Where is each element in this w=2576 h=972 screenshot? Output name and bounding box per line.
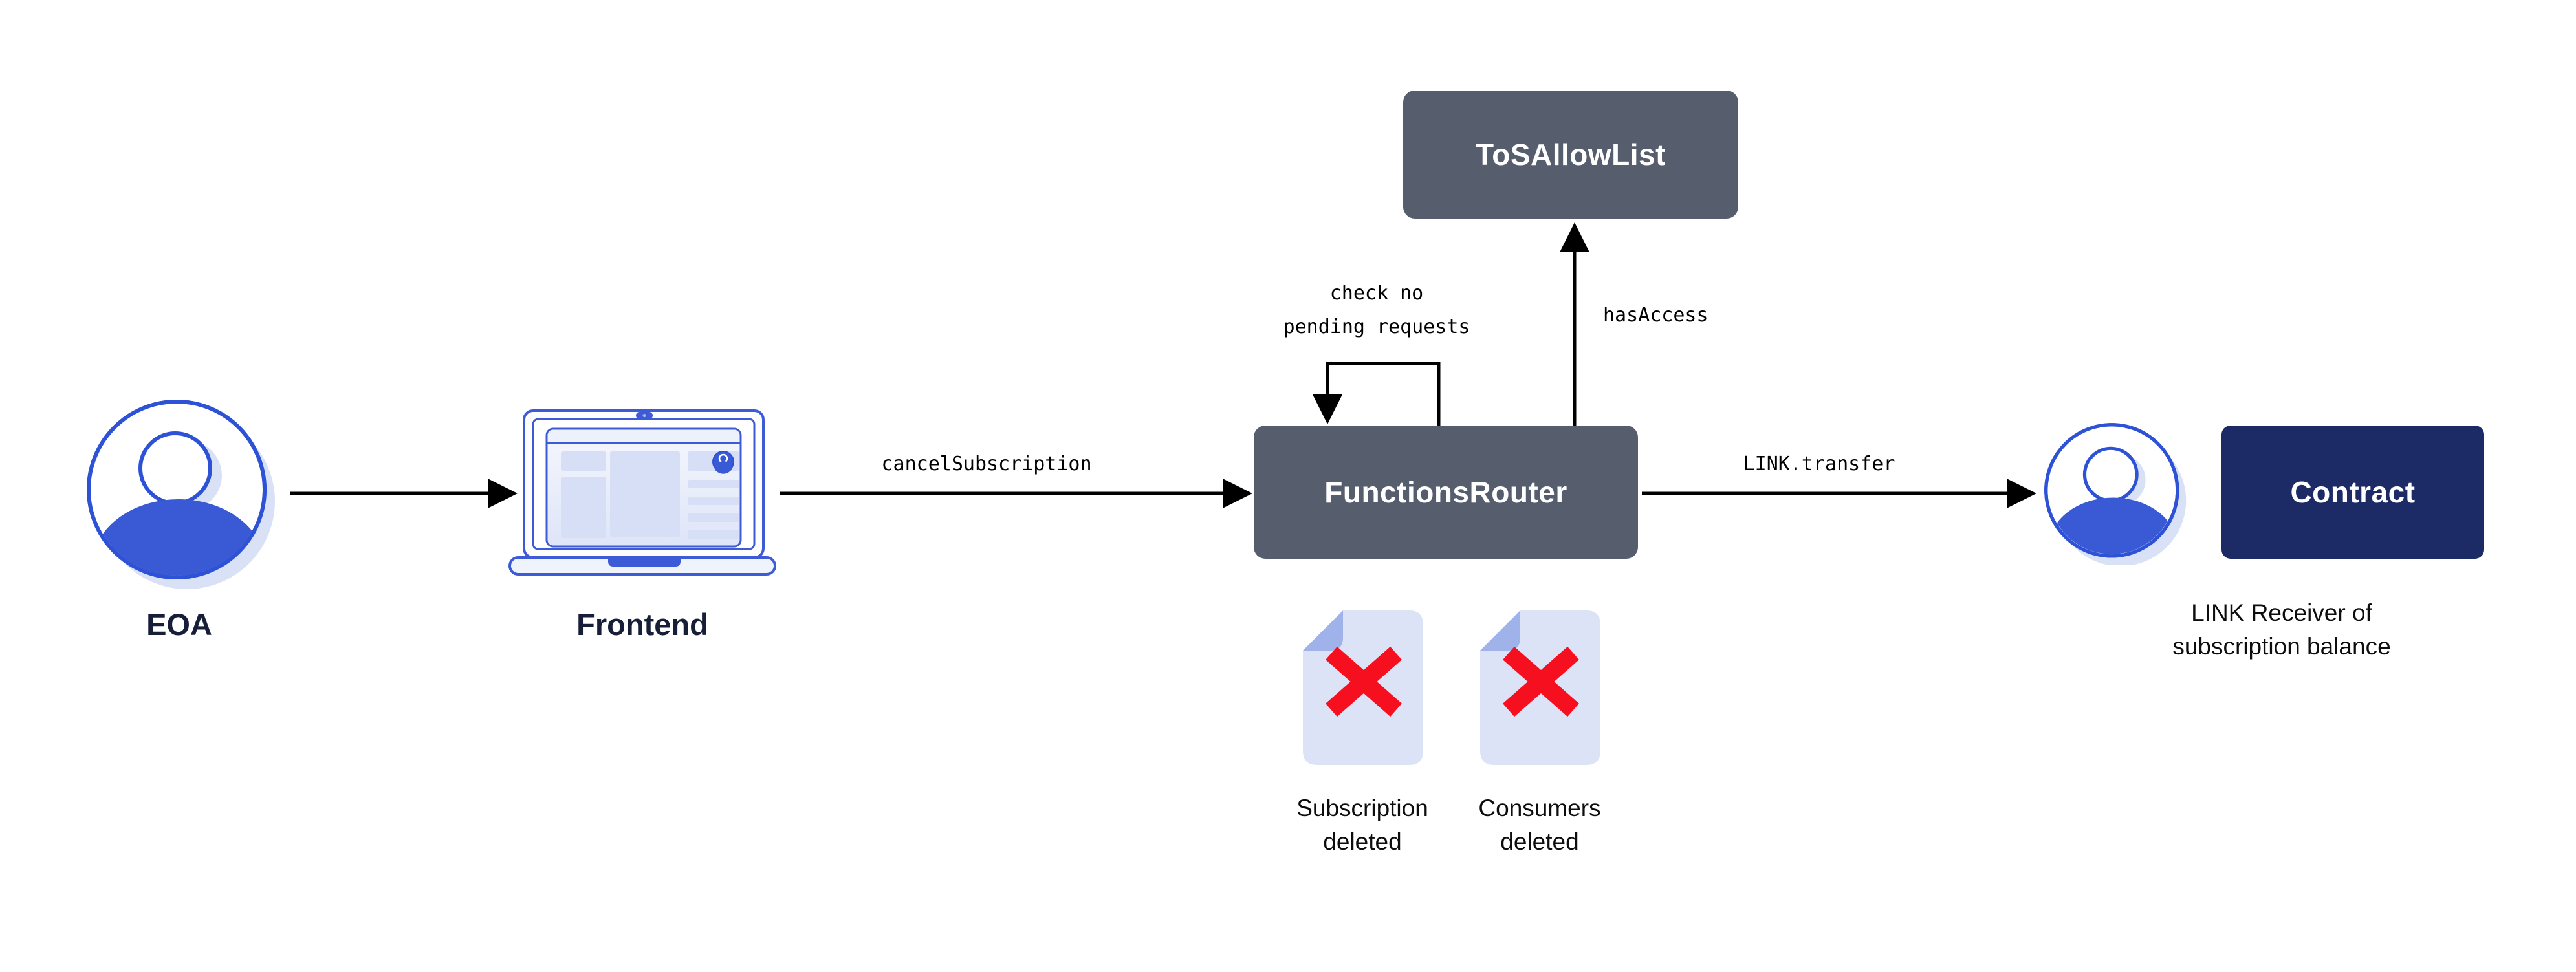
arrow-frontend-to-router xyxy=(780,479,1252,508)
consumers-deleted-line1: Consumers xyxy=(1478,795,1601,821)
contract-label: Contract xyxy=(2290,475,2416,509)
receiver-user-icon xyxy=(2044,423,2187,565)
laptop-icon xyxy=(508,409,776,576)
arrow-eoa-to-frontend xyxy=(290,479,518,508)
tos-allowlist-label: ToSAllowList xyxy=(1476,138,1666,171)
check-pending-label: check no pending requests xyxy=(1283,277,1470,344)
user-icon xyxy=(87,400,275,589)
red-x-icon xyxy=(1326,646,1402,717)
subscription-deleted-line2: deleted xyxy=(1323,828,1402,855)
page-fold xyxy=(1480,610,1520,651)
contract-box: Contract xyxy=(2221,426,2484,559)
functions-router-box: FunctionsRouter xyxy=(1254,426,1638,559)
check-pending-line2: pending requests xyxy=(1283,316,1470,338)
arrow-router-to-receiver xyxy=(1642,479,2036,508)
receiver-caption-line1: LINK Receiver of xyxy=(2191,599,2372,626)
arrow-router-self-loop xyxy=(1313,362,1441,427)
check-pending-line1: check no xyxy=(1329,282,1424,305)
has-access-label: hasAccess xyxy=(1603,304,1708,327)
avatar xyxy=(712,451,734,474)
eoa-label: EOA xyxy=(146,607,212,642)
functions-router-label: FunctionsRouter xyxy=(1324,475,1567,509)
link-transfer-label: LINK.transfer xyxy=(1743,453,1895,475)
consumers-deleted-line2: deleted xyxy=(1500,828,1579,855)
cancel-subscription-label: cancelSubscription xyxy=(881,453,1092,475)
subscription-deleted-label: Subscription deleted xyxy=(1296,792,1428,859)
consumers-deleted-label: Consumers deleted xyxy=(1478,792,1600,859)
arrow-router-to-tos xyxy=(1560,222,1589,427)
red-x-icon xyxy=(1503,646,1579,717)
subscription-deleted-line1: Subscription xyxy=(1296,795,1428,821)
tos-allowlist-box: ToSAllowList xyxy=(1403,91,1738,219)
receiver-caption-line2: subscription balance xyxy=(2172,633,2391,660)
frontend-label: Frontend xyxy=(576,607,708,642)
document-deleted-icon xyxy=(1480,610,1600,765)
page-fold xyxy=(1303,610,1343,651)
receiver-caption: LINK Receiver of subscription balance xyxy=(2172,596,2390,664)
document-deleted-icon xyxy=(1303,610,1423,765)
